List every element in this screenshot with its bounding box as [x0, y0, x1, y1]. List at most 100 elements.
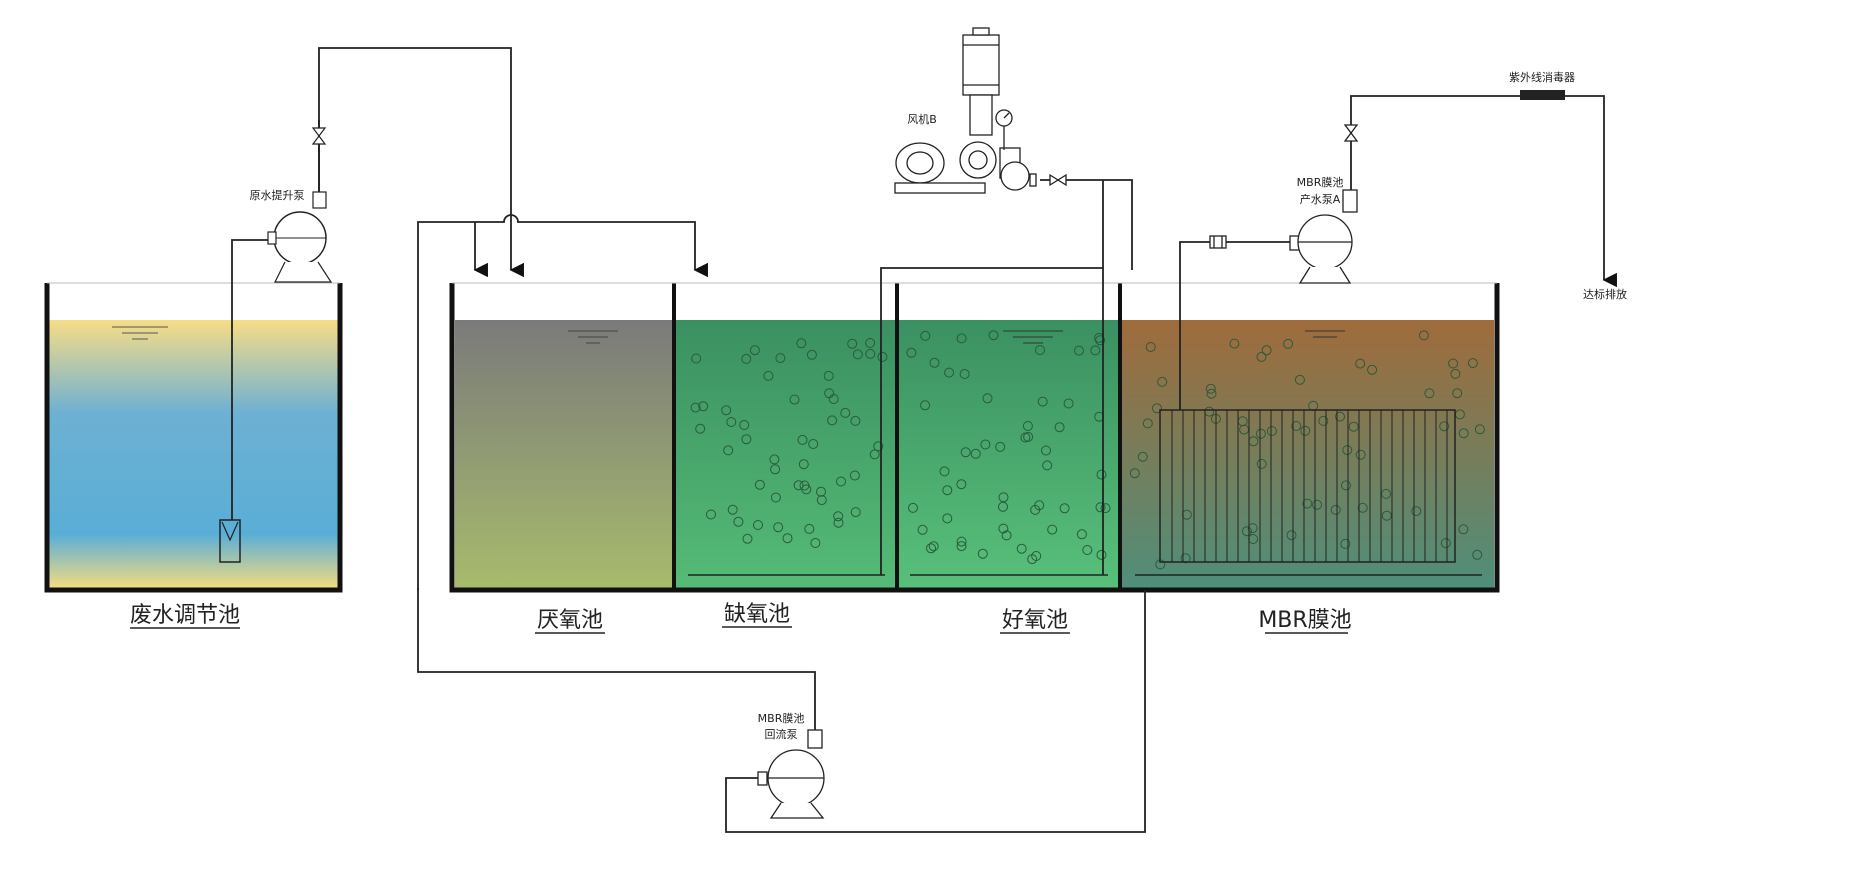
water-level-icon — [1305, 330, 1345, 338]
bubble — [793, 480, 804, 491]
bubble — [749, 345, 760, 356]
water-level-icon — [1003, 330, 1063, 344]
water-level-icon — [112, 326, 168, 340]
return-lower-pipe — [417, 588, 816, 735]
mbr-tank: MBR膜池 — [1122, 320, 1494, 634]
membrane-module — [1159, 409, 1456, 563]
bubble — [850, 415, 861, 426]
bubble — [753, 520, 763, 530]
bubble — [926, 543, 936, 554]
discharge-pipe — [1565, 95, 1617, 288]
aerobic-tank-water — [899, 320, 1119, 588]
bubble — [810, 538, 821, 548]
bubble — [1448, 358, 1459, 369]
bubble — [806, 349, 817, 360]
bubble — [1355, 449, 1366, 460]
regulating-tank-label: 废水调节池 — [130, 603, 240, 628]
bubble — [1357, 502, 1368, 513]
bubble — [754, 479, 765, 490]
bubble — [1090, 345, 1101, 356]
bubble — [1059, 503, 1070, 514]
bubble — [1256, 351, 1267, 362]
blower-label: 风机B — [907, 112, 937, 126]
regulating-tank: 废水调节池 — [44, 282, 343, 629]
air-main-pipe — [1040, 179, 1133, 270]
bubble — [1180, 553, 1191, 564]
bubble — [833, 511, 844, 522]
bubble — [1424, 388, 1435, 399]
bubble — [1082, 545, 1093, 555]
bubble — [1458, 428, 1469, 439]
bubble — [1095, 502, 1106, 513]
bubble — [1037, 396, 1048, 407]
bubble — [690, 402, 701, 413]
bubble — [733, 516, 744, 527]
bubble — [1340, 480, 1351, 491]
bubble — [789, 394, 800, 405]
bubble — [1042, 460, 1053, 471]
bubble — [998, 523, 1009, 534]
bubble — [695, 423, 706, 434]
bubble — [977, 548, 988, 559]
bubble — [917, 524, 928, 535]
bubble — [908, 502, 918, 513]
mbr-product-pump — [1209, 124, 1359, 284]
permeate-pipe — [1179, 241, 1298, 410]
bubble — [1335, 411, 1345, 422]
bubble — [1001, 530, 1012, 541]
bubble — [1137, 451, 1148, 462]
bubble — [1458, 524, 1469, 535]
bubble — [816, 495, 827, 506]
bubble — [1411, 506, 1422, 517]
bubble — [691, 353, 702, 364]
bubble — [1205, 383, 1216, 394]
aerobic-tank-label: 好氧池 — [1002, 608, 1068, 633]
bubble — [998, 501, 1008, 512]
bubble — [782, 533, 793, 544]
mbr-return-pump — [757, 729, 825, 819]
bubble — [827, 415, 838, 426]
bubble — [1261, 345, 1272, 356]
bubble — [1145, 342, 1156, 352]
bubble — [742, 533, 753, 544]
bubble — [970, 448, 981, 459]
mbr-product-pump-label-2: 产水泵A — [1300, 192, 1341, 206]
bubble — [836, 476, 846, 487]
bubble — [1152, 403, 1162, 414]
aerobic-bubbles — [906, 330, 1111, 565]
bubble — [988, 330, 999, 341]
bubble — [1023, 431, 1034, 442]
bubble — [1472, 549, 1483, 560]
piping — [231, 47, 1617, 833]
bubble — [944, 367, 955, 378]
bubble — [920, 330, 931, 341]
bubble — [723, 445, 734, 456]
bubble — [1035, 345, 1045, 356]
bubble — [796, 338, 807, 349]
bubble — [833, 517, 844, 528]
bubble — [739, 420, 750, 430]
anoxic-bubbles — [690, 338, 888, 548]
bubble — [873, 441, 884, 452]
bubble — [1367, 364, 1378, 375]
bubble — [801, 484, 812, 495]
mbr-tank-label: MBR膜池 — [1258, 608, 1351, 633]
bubble — [1418, 330, 1429, 341]
bubble — [1096, 549, 1107, 560]
bubble — [1450, 368, 1461, 379]
bubble — [982, 393, 993, 404]
bubble — [1381, 510, 1392, 521]
bubble — [1206, 388, 1217, 399]
bubble — [1022, 421, 1033, 431]
bubble — [995, 441, 1006, 452]
bubble — [698, 401, 709, 412]
air-valve-icon — [1049, 173, 1067, 187]
bubble — [929, 357, 940, 368]
bubble — [1054, 422, 1065, 433]
bubble — [1318, 415, 1329, 426]
uv-disinfector-label: 紫外线消毒器 — [1509, 70, 1575, 84]
bubble — [1342, 445, 1353, 456]
bubble — [770, 492, 781, 503]
raw-suction-pipe — [231, 239, 268, 520]
